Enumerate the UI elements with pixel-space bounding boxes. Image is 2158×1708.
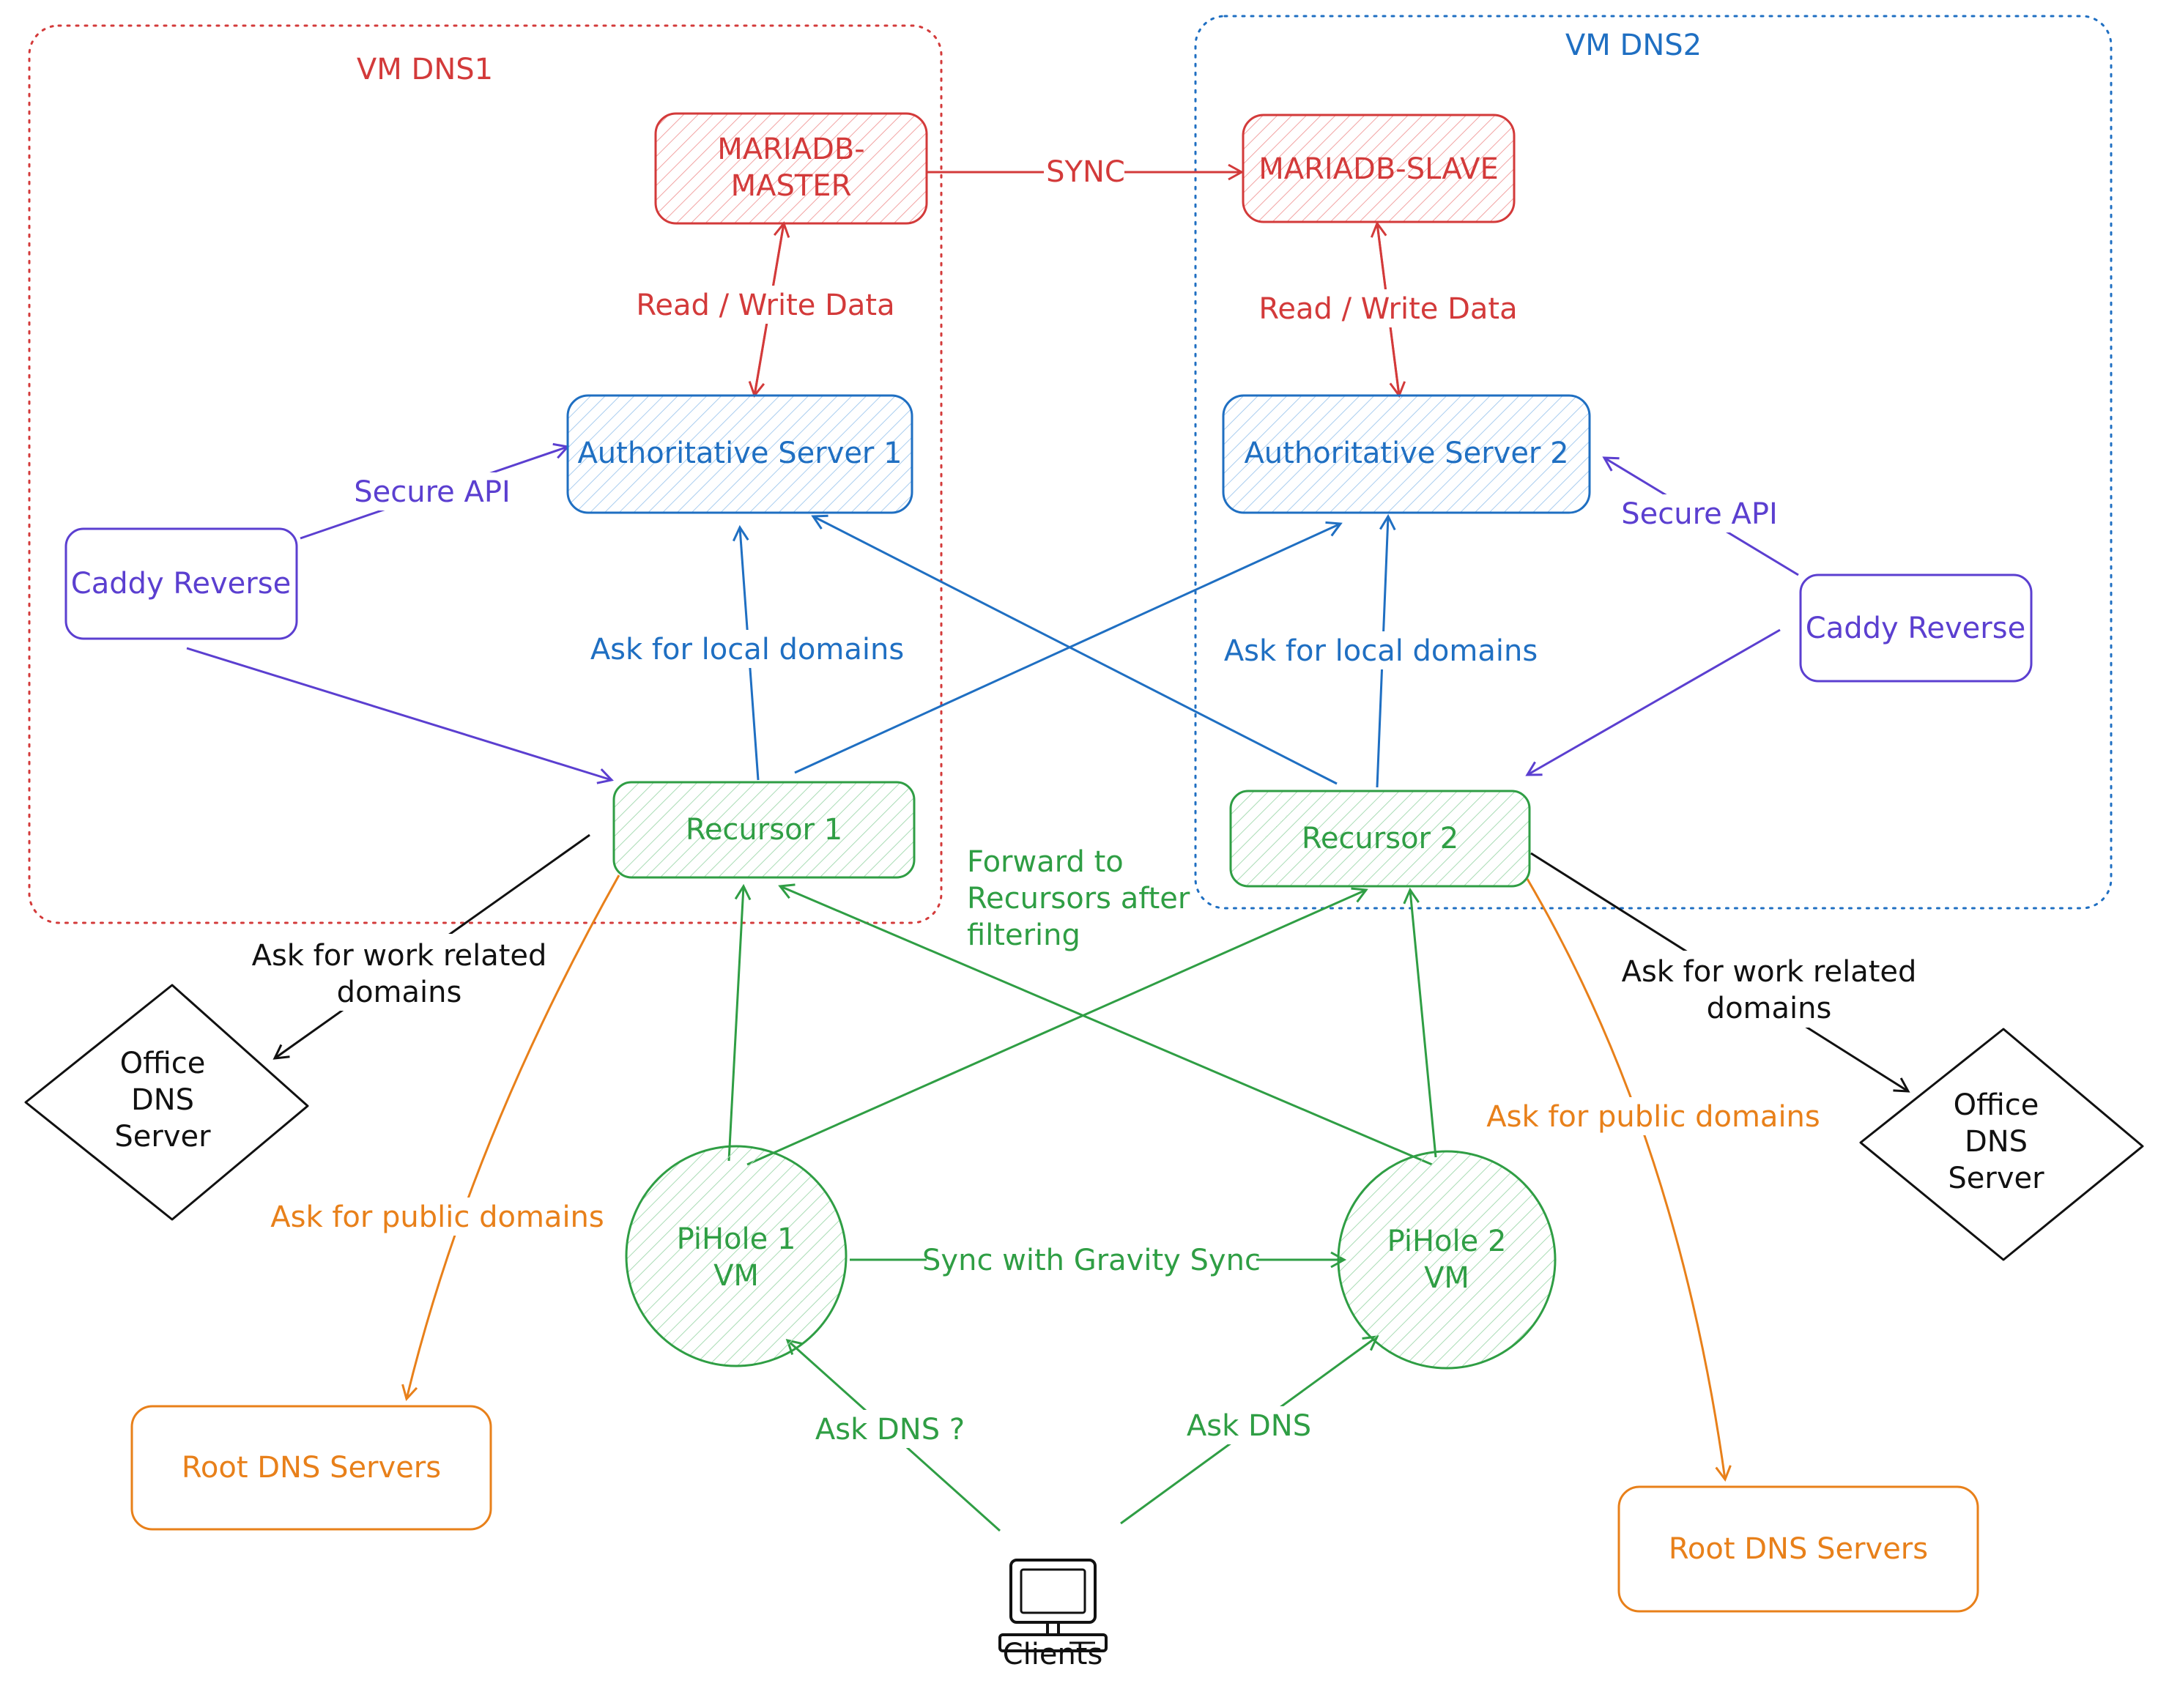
edge-ask-dns-2: Ask DNS: [1120, 1335, 1379, 1525]
edge-pihole2-recursor1: [778, 883, 1433, 1166]
mariadb-master-label-line2: MASTER: [731, 169, 852, 203]
mariadb-master-node[interactable]: MARIADB- MASTER: [654, 112, 928, 225]
edge-ask-dns-1: Ask DNS ?: [785, 1338, 1001, 1532]
recursor-1-node[interactable]: Recursor 1: [612, 781, 916, 879]
edge-work-2-label-line1: Ask for work related: [1622, 955, 1917, 989]
caddy-reverse-1-node[interactable]: Caddy Reverse: [64, 527, 298, 640]
caddy-reverse-2-node[interactable]: Caddy Reverse: [1799, 573, 2033, 683]
edge-local-1-label: Ask for local domains: [590, 633, 904, 667]
edge-work-2-label-line2: domains: [1707, 992, 1832, 1025]
edge-local-2: Ask for local domains: [1223, 513, 1538, 788]
authoritative-server-2-node[interactable]: Authoritative Server 2: [1222, 394, 1591, 514]
clients-label: Clients: [1003, 1638, 1103, 1671]
caddy-reverse-1-label: Caddy Reverse: [71, 567, 291, 601]
edge-read-write-1: Read / Write Data: [619, 220, 912, 398]
edge-secure-api-1-label: Secure API: [354, 475, 511, 509]
edge-public-2: Ask for public domains: [1486, 878, 1820, 1482]
clients-node[interactable]: Clients: [998, 1559, 1108, 1671]
authoritative-server-1-node[interactable]: Authoritative Server 1: [566, 394, 913, 514]
edge-read-write-1-label: Read / Write Data: [636, 289, 894, 322]
edge-caddy1-recursor1: [186, 647, 614, 784]
edge-public-1: Ask for public domains: [270, 875, 620, 1402]
pihole-1-label-line1: PiHole 1: [677, 1222, 796, 1256]
vm-dns1-label: VM DNS1: [357, 53, 493, 86]
vm-dns1-group: [28, 24, 943, 924]
edge-local-1: Ask for local domains: [590, 524, 905, 781]
edge-recursor1-auth2: [794, 521, 1343, 774]
edge-secure-api-2-label: Secure API: [1621, 497, 1778, 531]
computer-icon: [998, 1559, 1108, 1652]
edge-pihole1-recursor1: [727, 883, 752, 1162]
edge-read-write-2: Read / Write Data: [1242, 220, 1535, 398]
pihole-1-label-line2: VM: [713, 1259, 759, 1293]
authoritative-server-2-label: Authoritative Server 2: [1244, 437, 1568, 470]
edge-ask-dns-1-label: Ask DNS ?: [815, 1413, 965, 1447]
edge-public-2-label: Ask for public domains: [1486, 1100, 1820, 1134]
edge-work-1-label-line1: Ask for work related: [252, 939, 547, 973]
recursor-2-node[interactable]: Recursor 2: [1229, 790, 1531, 888]
office-dns-server-1-label-line2: DNS: [131, 1083, 194, 1117]
edge-work-2: Ask for work related domains: [1530, 852, 1919, 1093]
edge-sync: SYNC: [927, 154, 1245, 189]
edge-read-write-2-label: Read / Write Data: [1258, 292, 1517, 326]
edge-secure-api-2: Secure API: [1602, 456, 1799, 576]
mariadb-slave-label: MARIADB-SLAVE: [1258, 152, 1499, 186]
root-dns-servers-2-node[interactable]: Root DNS Servers: [1617, 1485, 1979, 1613]
recursor-1-label: Recursor 1: [686, 813, 842, 847]
edge-recursor2-auth1: [811, 514, 1338, 785]
edge-work-1-label-line2: domains: [337, 976, 462, 1009]
edge-public-1-label: Ask for public domains: [270, 1200, 604, 1234]
edge-gravity-sync-label: Sync with Gravity Sync: [922, 1244, 1261, 1277]
edge-work-1: Ask for work related domains: [245, 833, 590, 1060]
edge-forward-label-line1: Forward to: [967, 845, 1124, 879]
edge-sync-label: SYNC: [1046, 155, 1125, 189]
vm-dns2-label: VM DNS2: [1565, 29, 1702, 62]
edge-caddy2-recursor2: [1525, 628, 1781, 776]
office-dns-server-2-label-line1: Office: [1954, 1088, 2039, 1122]
edge-ask-dns-2-label: Ask DNS: [1187, 1409, 1311, 1443]
pihole-1-node[interactable]: PiHole 1 VM: [625, 1145, 848, 1367]
mariadb-master-label-line1: MARIADB-: [717, 133, 865, 166]
office-dns-server-2-node[interactable]: Office DNS Server: [1859, 1028, 2144, 1261]
pihole-2-node[interactable]: PiHole 2 VM: [1337, 1150, 1557, 1370]
root-dns-servers-2-label: Root DNS Servers: [1669, 1532, 1928, 1566]
office-dns-server-1-node[interactable]: Office DNS Server: [24, 984, 309, 1221]
caddy-reverse-2-label: Caddy Reverse: [1806, 612, 2025, 645]
edge-local-2-label: Ask for local domains: [1224, 634, 1538, 668]
vm-dns2-group: [1194, 15, 2113, 910]
root-dns-servers-1-node[interactable]: Root DNS Servers: [130, 1405, 492, 1531]
pihole-2-label-line2: VM: [1424, 1261, 1469, 1295]
office-dns-server-1-label-line3: Server: [114, 1120, 211, 1154]
pihole-2-label-line1: PiHole 2: [1387, 1225, 1507, 1258]
office-dns-server-2-label-line3: Server: [1948, 1162, 2044, 1195]
edge-gravity-sync: Sync with Gravity Sync: [850, 1241, 1347, 1280]
authoritative-server-1-label: Authoritative Server 1: [577, 437, 902, 470]
office-dns-server-2-label-line2: DNS: [1965, 1125, 2028, 1159]
edge-forward-label-line3: filtering: [967, 918, 1080, 952]
recursor-2-label: Recursor 2: [1302, 822, 1458, 855]
mariadb-slave-node[interactable]: MARIADB-SLAVE: [1242, 114, 1516, 223]
office-dns-server-1-label-line1: Office: [120, 1047, 206, 1080]
root-dns-servers-1-label: Root DNS Servers: [182, 1451, 441, 1485]
edge-pihole2-recursor2: [1403, 887, 1437, 1158]
edge-pihole1-recursor2: [746, 887, 1368, 1166]
edge-forward-label-line2: Recursors after: [967, 882, 1190, 916]
edge-secure-api-1: Secure API: [300, 442, 570, 540]
